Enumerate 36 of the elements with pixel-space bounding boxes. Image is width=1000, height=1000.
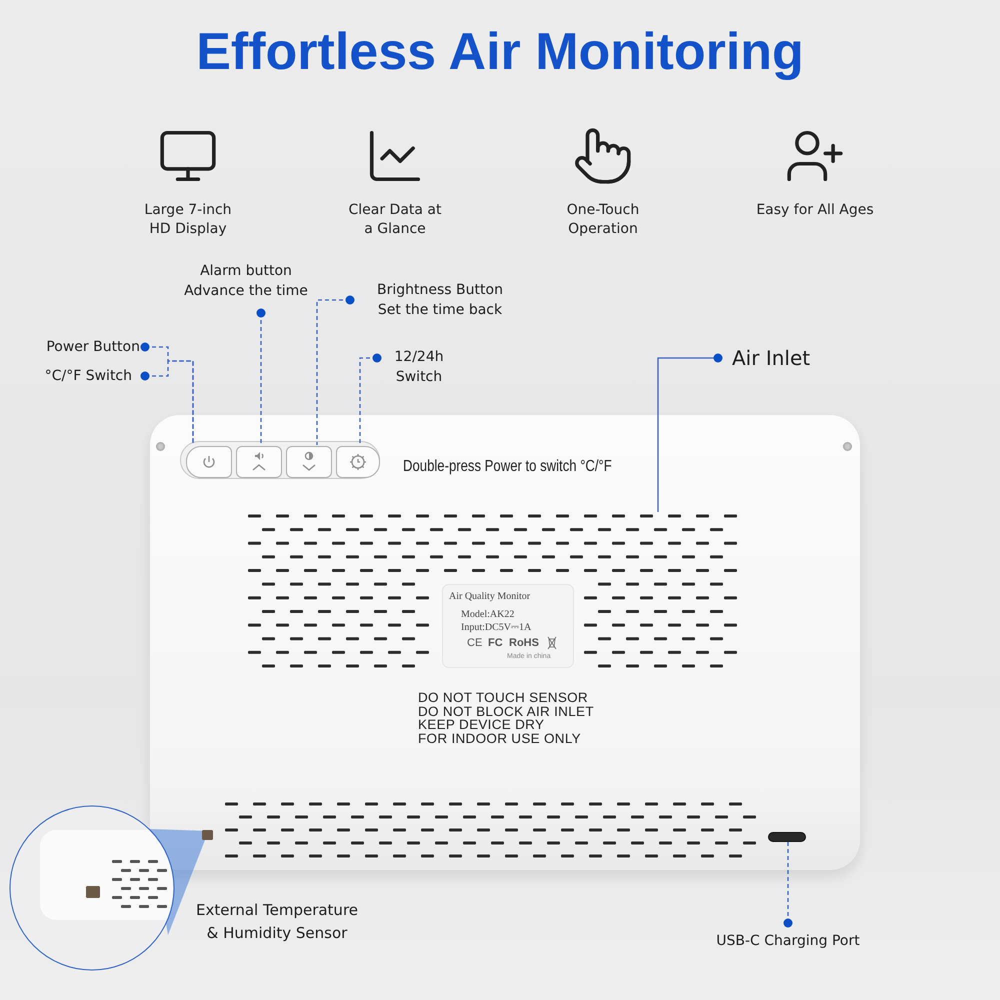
warning-text: DO NOT TOUCH SENSOR	[418, 690, 588, 705]
leader-line	[657, 354, 722, 512]
feature-label: Clear Data at a Glance	[347, 201, 442, 239]
warning-text: KEEP DEVICE DRY	[418, 717, 544, 732]
leader-line	[316, 296, 354, 445]
certification-mark: RoHS	[509, 637, 539, 649]
callout-label: 12/24h Switch	[384, 347, 454, 387]
usb-c-port	[768, 832, 806, 842]
title: Effortless Air Monitoring	[195, 22, 805, 82]
callout-label: External Temperature & Humidity Sensor	[191, 899, 363, 945]
plate-text: Input:DC5V⎓1A	[461, 622, 532, 633]
plate-text: Air Quality Monitor	[449, 591, 530, 602]
device-print: Double-press Power to switch °C/°F	[403, 458, 612, 476]
certification-mark: CE	[467, 637, 482, 649]
leader-line	[140, 342, 194, 445]
callout-label: °C/°F Switch	[20, 366, 132, 386]
callout-label: Alarm button Advance the time	[176, 261, 316, 301]
leader-line	[784, 842, 792, 928]
alarm-button	[236, 446, 282, 478]
feature-label: Easy for All Ages	[755, 201, 875, 220]
warning-text: FOR INDOOR USE ONLY	[418, 730, 581, 746]
brightness-button	[286, 446, 332, 478]
callout-label: USB-C Charging Port	[688, 931, 888, 951]
certification-mark: FC	[488, 637, 503, 649]
clock-button	[336, 446, 380, 478]
plate-text: Model:AK22	[461, 609, 514, 620]
warning-text: DO NOT BLOCK AIR INLET	[418, 704, 594, 718]
power-button	[186, 446, 232, 478]
leader-line	[256, 308, 266, 445]
callout-label: Air Inlet	[732, 344, 842, 372]
callout-label: Brightness Button Set the time back	[370, 280, 510, 320]
feature-label: One-Touch Operation	[566, 201, 640, 239]
leader-line	[359, 354, 382, 445]
feature-label: Large 7-inch HD Display	[143, 201, 233, 239]
leader-line	[140, 360, 194, 445]
callout-label: Power Button	[20, 337, 140, 357]
